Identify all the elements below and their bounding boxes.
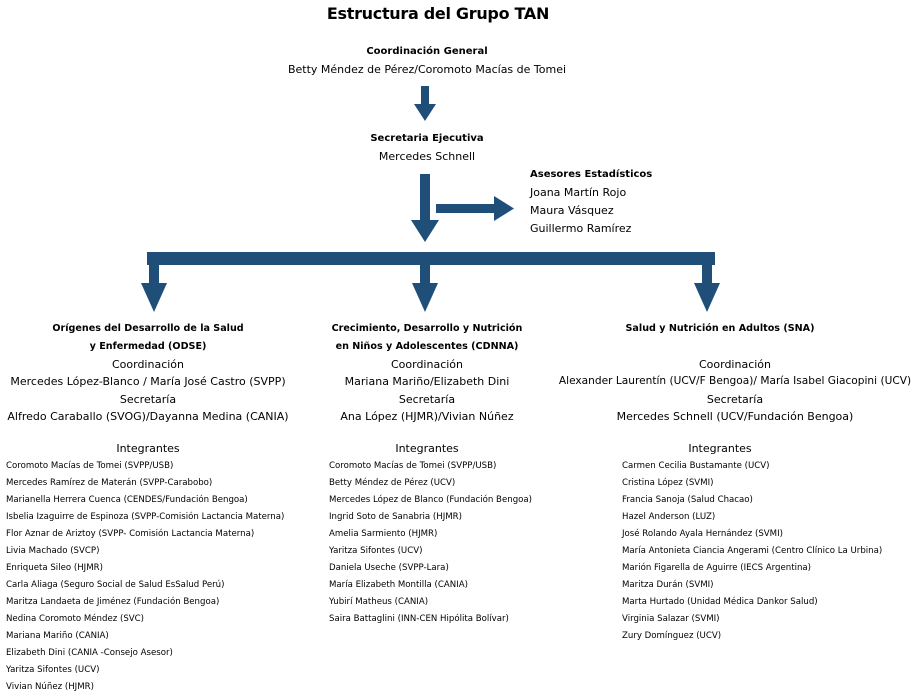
list-item: Coromoto Macías de Tomei (SVPP/USB) [6, 461, 174, 471]
odse-roles: Coordinación Mercedes López-Blanco / Mar… [0, 356, 298, 425]
sna-secretaria-label: Secretaría [706, 392, 764, 406]
arrow-to-cdnna [412, 265, 438, 312]
list-item: José Rolando Ayala Hernández (SVMI) [622, 529, 783, 539]
arrow-to-odse [141, 265, 167, 312]
secretaria-ejecutiva-heading: Secretaria Ejecutiva [370, 133, 484, 144]
list-item: Isbelia Izaguirre de Espinoza (SVPP-Comi… [6, 512, 285, 522]
sna-secretaria: Mercedes Schnell (UCV/Fundación Bengoa) [616, 409, 854, 423]
coordinacion-general-heading: Coordinación General [366, 46, 488, 57]
cdnna-coordinacion-label: Coordinación [390, 358, 464, 371]
list-item: Virginia Salazar (SVMI) [622, 614, 720, 624]
list-item: Yaritza Sifontes (UCV) [329, 546, 423, 556]
list-item: Carmen Cecilia Bustamante (UCV) [622, 461, 770, 471]
list-item: Carla Aliaga (Seguro Social de Salud EsS… [6, 580, 225, 590]
sna-integrantes-list: Carmen Cecilia Bustamante (UCV) Cristina… [622, 458, 882, 645]
arrow-general-to-secretaria [414, 86, 436, 121]
list-item: Flor Aznar de Ariztoy (SVPP- Comisión La… [6, 529, 255, 539]
list-item: Yubirí Matheus (CANIA) [329, 597, 429, 607]
secretaria-ejecutiva-names: Mercedes Schnell [378, 150, 476, 163]
page-title: Estructura del Grupo TAN [326, 4, 550, 23]
sna-coordinacion: Alexander Laurentín (UCV/F Bengoa)/ Marí… [558, 375, 912, 388]
cdnna-secretaria-label: Secretaría [398, 392, 456, 406]
list-item: Enriqueta Sileo (HJMR) [6, 563, 103, 573]
horizontal-bar [147, 252, 715, 265]
list-item: Mercedes López de Blanco (Fundación Beng… [329, 495, 533, 505]
list-item: Francia Sanoja (Salud Chacao) [622, 495, 753, 505]
list-item: Mercedes Ramírez de Materán (SVPP-Carabo… [6, 478, 213, 488]
list-item: María Elizabeth Montilla (CANIA) [329, 580, 468, 590]
cdnna-integrantes-list: Coromoto Macías de Tomei (SVPP/USB) Bett… [329, 458, 532, 628]
odse-coordinacion: Mercedes López-Blanco / María José Castr… [10, 375, 286, 389]
list-item: Marta Hurtado (Unidad Médica Dankor Salu… [622, 597, 818, 607]
cdnna-secretaria: Ana López (HJMR)/Vivian Núñez [340, 409, 514, 423]
odse-heading-line1: Orígenes del Desarrollo de la Salud [52, 323, 244, 334]
list-item: Maritza Durán (SVMI) [622, 580, 714, 590]
list-item: Zury Domínguez (UCV) [622, 631, 722, 641]
list-item: Ingrid Soto de Sanabria (HJMR) [329, 512, 462, 522]
asesores-node: Asesores Estadísticos Joana Martín Rojo … [530, 166, 652, 238]
list-item: Maritza Landaeta de Jiménez (Fundación B… [6, 597, 220, 607]
list-item: Vivian Núñez (HJMR) [6, 682, 94, 692]
arrow-secretaria-to-bar [411, 174, 439, 242]
list-item: Saira Battaglini (INN-CEN Hipólita Bolív… [329, 614, 509, 624]
list-item: María Antonieta Ciancia Angerami (Centro… [622, 546, 883, 556]
list-item: Mariana Mariño (CANIA) [6, 631, 109, 641]
odse-secretaria: Alfredo Caraballo (SVOG)/Dayanna Medina … [7, 409, 289, 423]
odse-integrantes-list: Coromoto Macías de Tomei (SVPP/USB) Merc… [6, 458, 284, 696]
list-item: Amelia Sarmiento (HJMR) [329, 529, 438, 539]
sna-heading-line1: Salud y Nutrición en Adultos (SNA) [625, 323, 815, 334]
list-item: Livia Machado (SVCP) [6, 546, 100, 556]
list-item: Cristina López (SVMI) [622, 478, 714, 488]
asesores-heading: Asesores Estadísticos [530, 169, 653, 180]
sna-heading: Salud y Nutrición en Adultos (SNA) [570, 320, 870, 338]
odse-heading: Orígenes del Desarrollo de la Salud y En… [0, 320, 298, 356]
list-item: Nedina Coromoto Méndez (SVC) [6, 614, 145, 624]
list-item: Elizabeth Dini (CANIA -Consejo Asesor) [6, 648, 173, 658]
cdnna-roles: Coordinación Mariana Mariño/Elizabeth Di… [277, 356, 577, 425]
list-item: Coromoto Macías de Tomei (SVPP/USB) [329, 461, 497, 471]
coordinacion-general-node: Coordinación General Betty Méndez de Pér… [277, 43, 577, 79]
odse-coordinacion-label: Coordinación [111, 358, 185, 371]
sna-coordinacion-label: Coordinación [698, 358, 772, 371]
asesor-item: Guillermo Ramírez [530, 222, 632, 235]
odse-secretaria-label: Secretaría [119, 392, 177, 406]
odse-heading-line2: y Enfermedad (ODSE) [89, 341, 207, 352]
list-item: Marión Figarella de Aguirre (IECS Argent… [622, 563, 812, 573]
cdnna-coordinacion: Mariana Mariño/Elizabeth Dini [344, 375, 510, 389]
list-item: Hazel Anderson (LUZ) [622, 512, 716, 522]
list-item: Betty Méndez de Pérez (UCV) [329, 478, 456, 488]
sna-roles: Coordinación Alexander Laurentín (UCV/F … [555, 356, 915, 425]
secretaria-ejecutiva-node: Secretaria Ejecutiva Mercedes Schnell [277, 130, 577, 166]
cdnna-heading: Crecimiento, Desarrollo y Nutrición en N… [277, 320, 577, 356]
arrow-to-sna [694, 265, 720, 312]
coordinacion-general-names: Betty Méndez de Pérez/Coromoto Macías de… [287, 63, 567, 76]
list-item: Marianella Herrera Cuenca (CENDES/Fundac… [6, 495, 248, 505]
cdnna-integrantes-label: Integrantes [395, 442, 459, 455]
list-item: Yaritza Sifontes (UCV) [6, 665, 100, 675]
cdnna-heading-line1: Crecimiento, Desarrollo y Nutrición [331, 323, 523, 334]
asesor-item: Maura Vásquez [530, 204, 614, 217]
odse-integrantes-label: Integrantes [116, 442, 180, 455]
arrow-to-asesores [436, 196, 514, 221]
cdnna-heading-line2: en Niños y Adolescentes (CDNNA) [335, 341, 519, 352]
list-item: Daniela Useche (SVPP-Lara) [329, 563, 449, 573]
sna-integrantes-label: Integrantes [688, 442, 752, 455]
asesor-item: Joana Martín Rojo [530, 186, 627, 199]
